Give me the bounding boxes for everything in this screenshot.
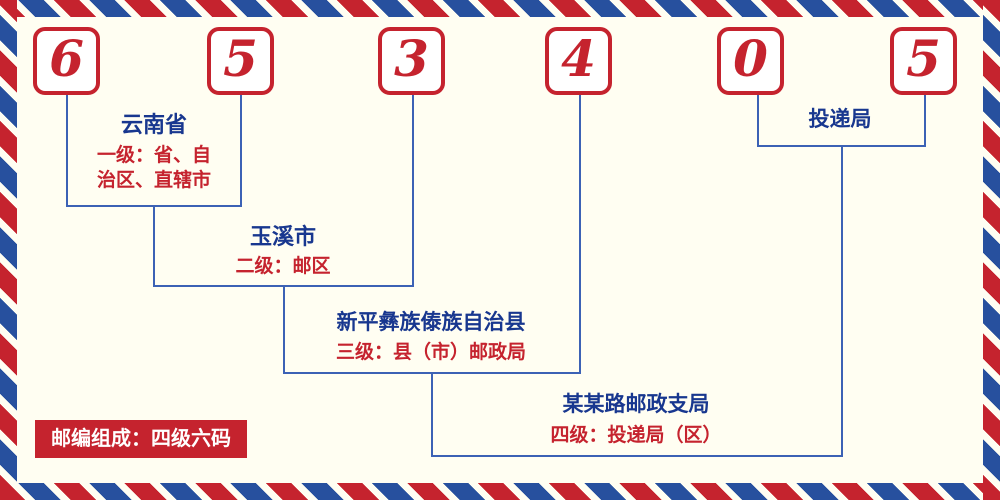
level4-desc-label: 四级：投递局（区） (550, 425, 722, 446)
airmail-border-right (983, 0, 1000, 500)
level1-desc-label: 一级：省、自治区、直辖市 (96, 145, 211, 191)
digit-6: 5 (906, 29, 941, 88)
digit-box-4: 4 (545, 27, 612, 95)
digit-box-5: 0 (717, 27, 784, 95)
delivery-bracket-right-line (924, 95, 926, 147)
level4-bracket-bottom-line (431, 455, 843, 457)
airmail-border-top (0, 0, 1000, 17)
level4-bracket-right-line (841, 145, 843, 457)
postal-code-composition-badge: 邮编组成：四级六码 (35, 420, 247, 458)
level3-desc-label: 三级：县（市）邮政局 (335, 342, 526, 363)
digit-box-1: 6 (33, 27, 100, 95)
level4-bracket-left-line (431, 372, 433, 457)
level3-place-label: 新平彝族傣族自治县 (336, 311, 526, 334)
level3-bracket-left-line (283, 285, 285, 374)
level1-bracket-right-line (240, 95, 242, 207)
level3-bracket-right-line (579, 95, 581, 374)
level2-bracket-left-line (153, 205, 155, 287)
airmail-border-bottom (0, 483, 1000, 500)
digit-1: 6 (49, 29, 84, 88)
digit-2: 5 (223, 29, 258, 88)
level2-bracket-right-line (412, 95, 414, 287)
digit-3: 3 (394, 29, 429, 88)
digit-box-6: 5 (890, 27, 957, 95)
digit-box-3: 3 (378, 27, 445, 95)
digit-5: 0 (733, 29, 768, 88)
level2-place-label: 玉溪市 (249, 224, 316, 249)
level1-bracket-left-line (66, 95, 68, 207)
level2-desc-label: 二级：邮区 (235, 256, 331, 277)
delivery-place-label: 投递局 (808, 108, 872, 131)
level1-place-label: 云南省 (120, 112, 187, 137)
level4-place-label: 某某路邮政支局 (562, 393, 710, 416)
delivery-bracket-bottom-line (757, 145, 926, 147)
delivery-bracket-left-line (757, 95, 759, 147)
digit-box-2: 5 (207, 27, 274, 95)
digit-4: 4 (561, 29, 596, 88)
airmail-border-left (0, 0, 17, 500)
